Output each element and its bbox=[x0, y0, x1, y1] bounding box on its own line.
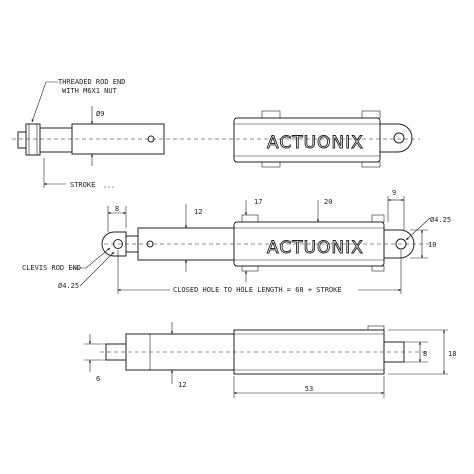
dim-12: 12 bbox=[194, 208, 202, 216]
rear-lug-hole bbox=[393, 132, 405, 144]
dim-8-top: 8 bbox=[115, 205, 119, 213]
closed-view: ACTUONIX 8 12 17 20 9 Ø4.25 10 CLEVIS RO bbox=[22, 189, 451, 294]
dim-20: 20 bbox=[324, 198, 332, 206]
callout-clevis-rod-end: CLEVIS ROD END bbox=[22, 264, 81, 272]
threaded-rod-end bbox=[17, 131, 27, 149]
dim-12-side: 12 bbox=[178, 381, 186, 389]
dim-closed-length: CLOSED HOLE TO HOLE LENGTH = 68 + STROKE bbox=[173, 286, 342, 294]
dim-stroke: STROKE bbox=[70, 181, 95, 189]
brand-logo-closed: ACTUONIX bbox=[267, 238, 364, 258]
callout-threaded-rod-line1: THREADED ROD END bbox=[58, 78, 125, 86]
dim-17: 17 bbox=[254, 198, 262, 206]
dim-9: 9 bbox=[392, 189, 396, 197]
dim-hole-diameter-right: Ø4.25 bbox=[430, 216, 451, 224]
rear-lug-extended bbox=[379, 123, 413, 153]
dim-8-side: 8 bbox=[423, 350, 427, 358]
side-view: 6 12 8 18 53 bbox=[84, 322, 456, 398]
dim-6: 6 bbox=[96, 375, 100, 383]
callout-threaded-rod-line2: WITH M6X1 NUT bbox=[62, 87, 118, 95]
dim-rod-diameter: Ø9 bbox=[96, 110, 104, 118]
brand-logo-extended: ACTUONIX bbox=[267, 133, 364, 153]
dim-18: 18 bbox=[448, 350, 456, 358]
m6-nut bbox=[25, 123, 41, 156]
dim-10: 10 bbox=[428, 241, 436, 249]
dim-53: 53 bbox=[305, 385, 313, 393]
extended-view: ACTUONIX THREADED ROD END WITH M6X1 NUT … bbox=[12, 78, 420, 189]
extended-rod bbox=[39, 127, 73, 153]
dim-hole-diameter-left: Ø4.25 bbox=[58, 282, 79, 290]
